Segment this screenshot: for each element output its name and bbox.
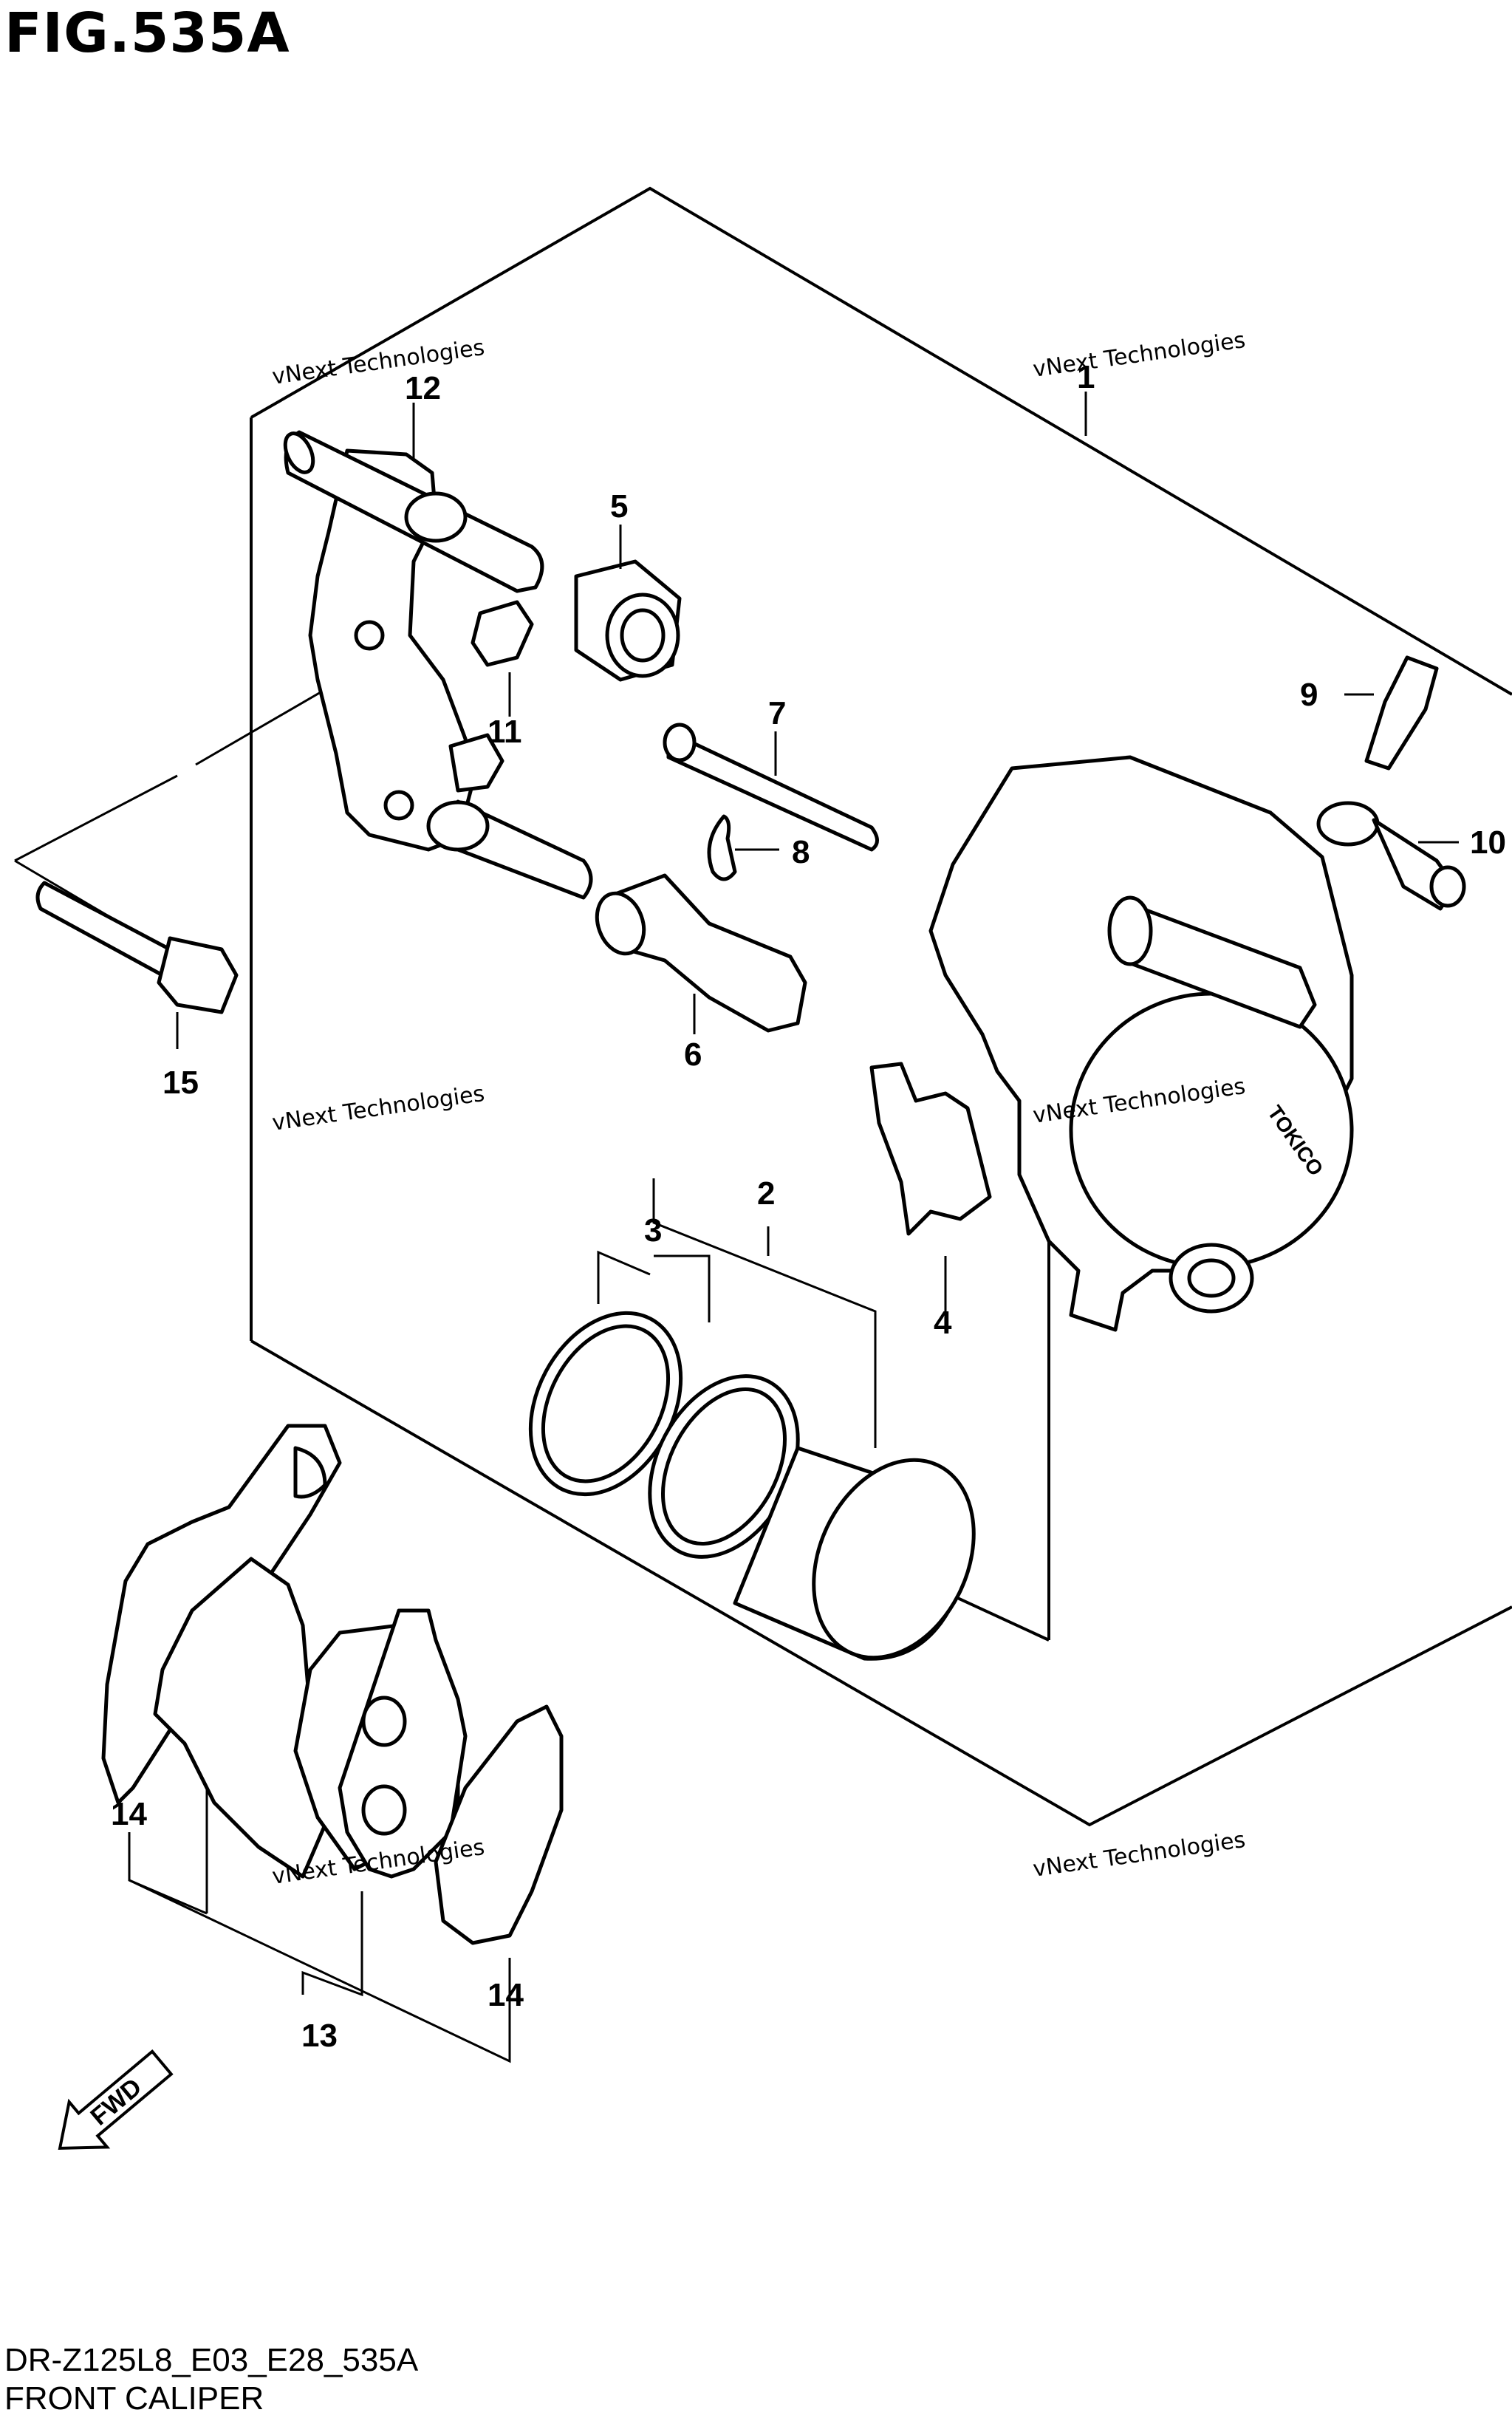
part-4-pad-spring	[869, 1062, 992, 1236]
drawing-code: DR-Z125L8_E03_E28_535A	[4, 2342, 419, 2378]
watermark-2: vNext Technologies	[1031, 327, 1247, 383]
part-8-clip	[707, 814, 737, 881]
callout-2: 2	[757, 1175, 775, 1212]
callout-13: 13	[301, 2018, 338, 2054]
part-13-14-brake-pads	[101, 1424, 564, 1945]
callout-14-left: 14	[111, 1796, 147, 1832]
part-11-pad-spring	[448, 600, 534, 793]
part-5-boot	[574, 559, 682, 682]
part-10-bleeder-cap	[1316, 801, 1466, 911]
leader-lines	[128, 392, 1459, 2063]
watermark-6: vNext Technologies	[1031, 1827, 1247, 1882]
figure-caption: FRONT CALIPER	[4, 2380, 264, 2417]
callout-9: 9	[1300, 677, 1318, 713]
callout-12: 12	[405, 370, 441, 406]
part-7-slide-pin	[663, 723, 879, 852]
callout-10: 10	[1470, 824, 1506, 861]
figure-title: FIG.535A	[4, 1, 290, 65]
part-3-piston-seal	[528, 1311, 683, 1497]
part-12-caliper-bracket	[283, 430, 593, 900]
part-15-bolt	[35, 881, 239, 1014]
callout-1: 1	[1077, 359, 1095, 395]
part-2-piston	[648, 1374, 976, 1661]
callout-7: 7	[768, 695, 786, 731]
part-6-pin-boot	[595, 873, 807, 1033]
callout-14-right: 14	[488, 1977, 524, 2013]
callout-11: 11	[488, 714, 522, 750]
leader-15-group	[14, 774, 178, 862]
callout-3: 3	[644, 1212, 662, 1249]
callout-6: 6	[684, 1037, 702, 1073]
fwd-arrow: FWD	[58, 2049, 174, 2150]
callout-5: 5	[610, 488, 628, 525]
callout-15: 15	[163, 1065, 199, 1101]
watermark-3: vNext Technologies	[270, 1081, 486, 1136]
part-1-caliper-body: TOKICO	[928, 755, 1354, 1332]
callout-labels: 12 5 1 7 8 9 10 11 6 15 2 3 4 14 13 14	[111, 359, 1506, 2054]
callout-8: 8	[792, 834, 810, 870]
part-9-bleeder-screw	[1364, 655, 1439, 771]
callout-4: 4	[934, 1305, 952, 1341]
